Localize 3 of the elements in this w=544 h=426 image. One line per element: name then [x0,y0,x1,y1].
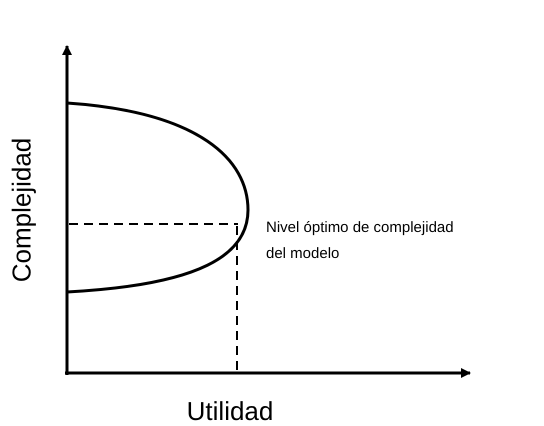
annotation-text: Nivel óptimo de complejidad del modelo [266,218,455,264]
axis-label: Utilidad [186,396,274,426]
axis-label: Complejidad [6,138,38,282]
